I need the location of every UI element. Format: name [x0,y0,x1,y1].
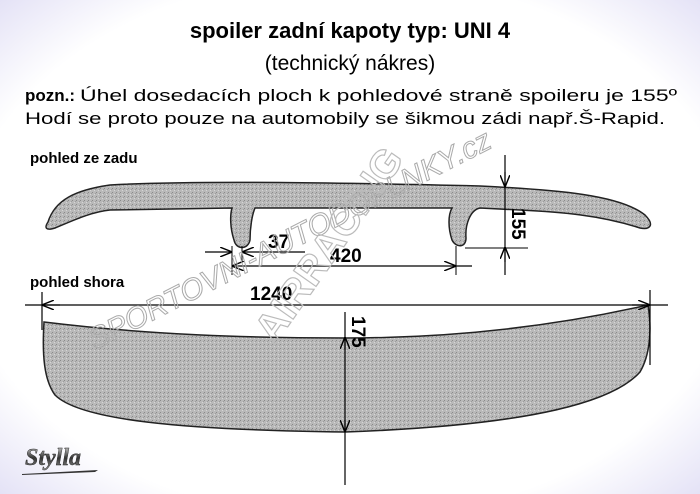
dimension-height: 155 [465,155,528,275]
svg-text:Stylla: Stylla [25,445,81,471]
spoiler-rear-view [45,181,652,249]
note-line-2: Hodí se proto pouze na automobily se šik… [25,109,665,128]
dimension-height-value: 155 [507,208,528,240]
dimension-depth-value: 175 [347,316,368,348]
spoiler-top-view [42,304,651,433]
dimension-foot-spacing-value: 420 [330,246,362,267]
dimension-length-value: 1240 [250,284,292,305]
note-label: pozn.: [25,86,75,105]
note-line-1: Úhel dosedacích ploch k pohledové straně… [80,86,677,105]
dimension-foot-width: 37 [205,232,305,275]
top-view-label: pohled shora [30,274,125,291]
page-title: spoiler zadní kapoty typ: UNI 4 [190,18,511,43]
dimension-foot-spacing: 420 [233,246,472,275]
dimension-length: 1240 [25,284,668,365]
dimension-foot-width-value: 37 [268,232,289,253]
page-subtitle: (technický nákres) [265,52,435,75]
dimension-depth: 175 [345,312,368,485]
rear-view-label: pohled ze zadu [30,150,138,167]
stylla-logo: Stylla [22,445,98,475]
